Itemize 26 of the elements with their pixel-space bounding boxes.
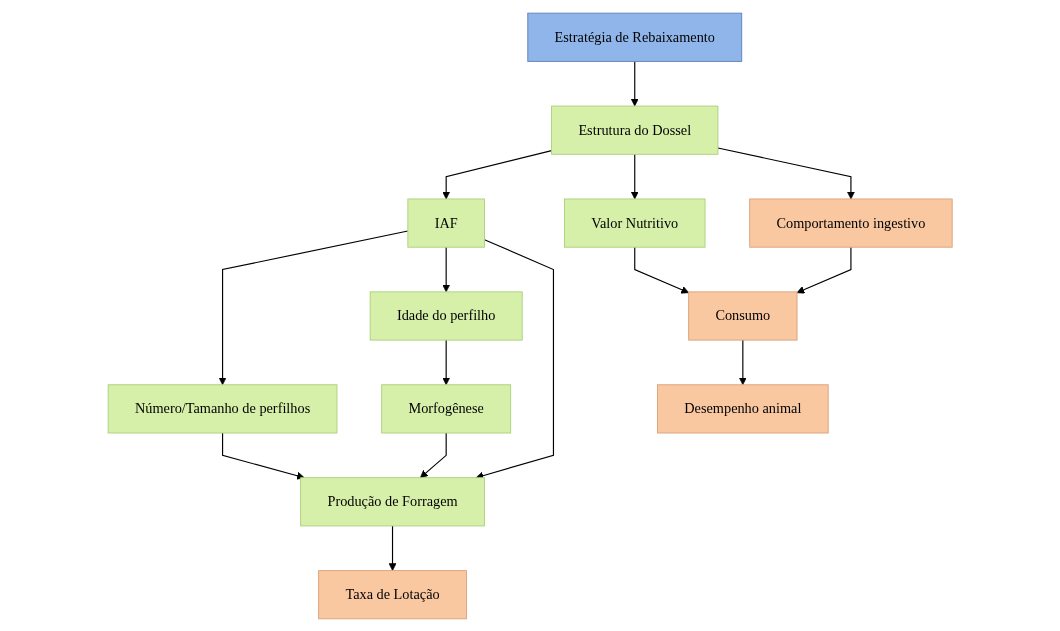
node-box: Morfogênese [381, 383, 511, 433]
node-box: Desempenho animal [656, 383, 829, 433]
arrow [738, 339, 747, 385]
arrow [218, 229, 409, 385]
arrow [717, 146, 855, 199]
node-box: Comportamento ingestivo [749, 198, 953, 248]
arrow [442, 246, 450, 292]
node-box: Idade do perfilho [369, 290, 523, 341]
node-box: Produção de Forragem [300, 476, 485, 526]
arrow [442, 339, 450, 385]
arrow [475, 238, 554, 479]
arrow [796, 246, 852, 293]
node-box: Taxa de Lotação [318, 569, 467, 619]
node-box: Valor Nutritivo [563, 198, 706, 248]
arrow [388, 524, 397, 571]
node-box: IAF [407, 198, 485, 248]
node-box: Consumo [688, 290, 798, 341]
arrow [419, 431, 447, 478]
node-box: Estrutura do Dossel [550, 105, 719, 155]
arrow [630, 60, 639, 106]
arrow [634, 246, 689, 293]
arrow [221, 431, 305, 480]
arrow [442, 149, 552, 199]
arrow [630, 153, 639, 199]
node-box: Estratégia de Rebaixamento [527, 12, 742, 62]
node-box: Número/Tamanho de perfilhos [107, 383, 338, 433]
